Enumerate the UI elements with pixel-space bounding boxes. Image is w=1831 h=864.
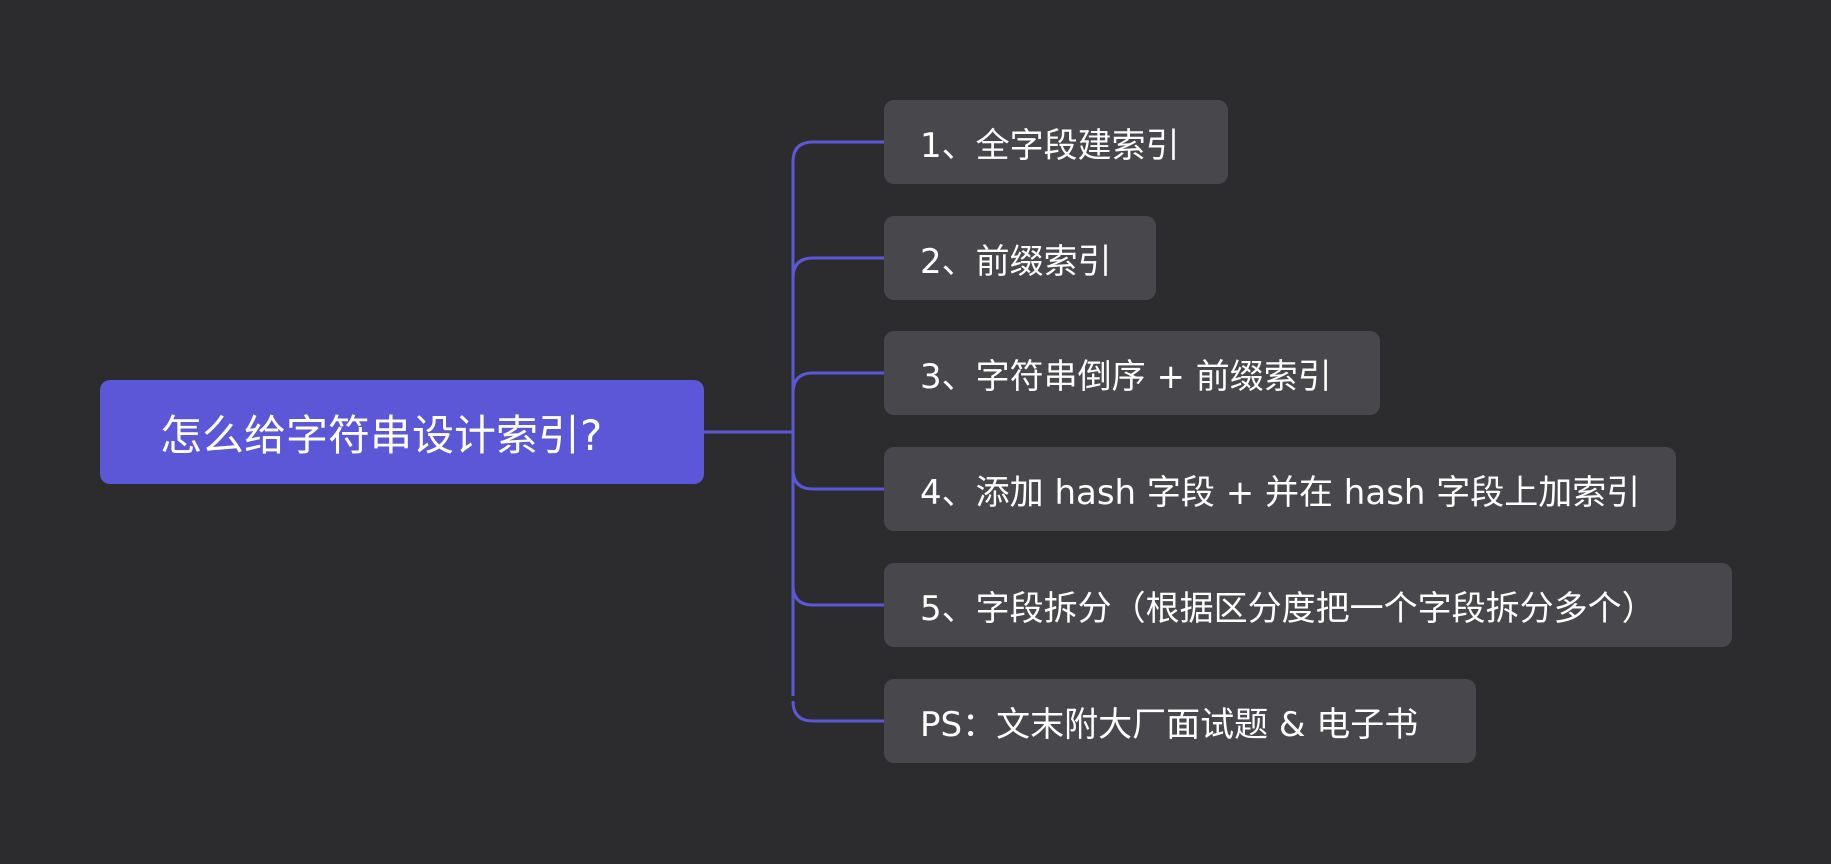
branch-connector-3 [791, 371, 884, 394]
mindmap-child-node-5[interactable]: 5、字段拆分（根据区分度把一个字段拆分多个） [884, 563, 1732, 647]
child-node-label: 4、添加 hash 字段 + 并在 hash 字段上加索引 [920, 472, 1641, 513]
child-node-label: 2、前缀索引 [920, 241, 1112, 282]
mindmap-root-node[interactable]: 怎么给字符串设计索引? [100, 380, 704, 484]
mindmap-child-node-6[interactable]: PS：文末附大厂面试题 & 电子书 [884, 679, 1476, 763]
mindmap-child-node-1[interactable]: 1、全字段建索引 [884, 100, 1228, 184]
mindmap-child-node-3[interactable]: 3、字符串倒序 + 前缀索引 [884, 331, 1380, 415]
mindmap-child-node-4[interactable]: 4、添加 hash 字段 + 并在 hash 字段上加索引 [884, 447, 1676, 531]
child-node-label: 5、字段拆分（根据区分度把一个字段拆分多个） [920, 588, 1656, 629]
child-node-label: 1、全字段建索引 [920, 125, 1180, 166]
branch-connector-6 [791, 700, 884, 723]
mindmap-child-node-2[interactable]: 2、前缀索引 [884, 216, 1156, 300]
branch-connector-2 [791, 256, 884, 279]
branch-connector-5 [791, 584, 884, 607]
child-node-label: PS：文末附大厂面试题 & 电子书 [920, 704, 1419, 745]
branch-connector-1 [791, 140, 884, 163]
root-node-label: 怎么给字符串设计索引? [160, 410, 603, 460]
branch-connector-4 [791, 468, 884, 491]
child-node-label: 3、字符串倒序 + 前缀索引 [920, 356, 1332, 397]
